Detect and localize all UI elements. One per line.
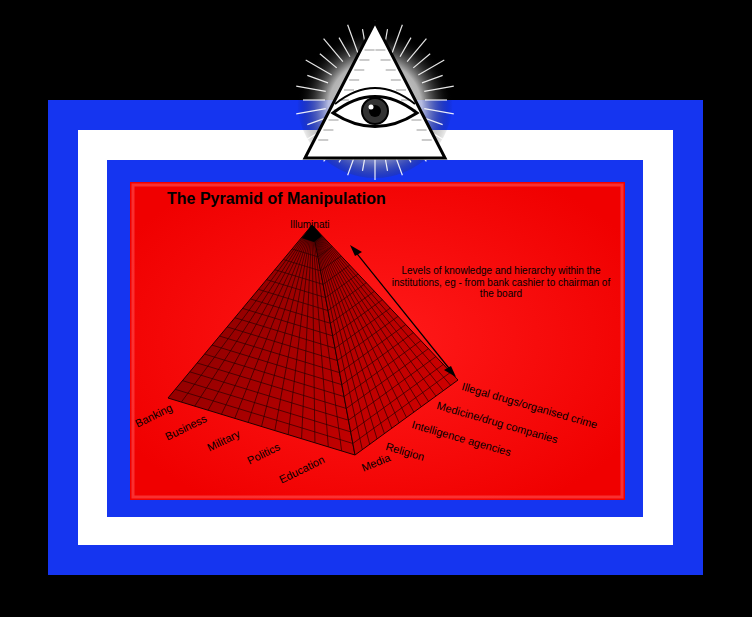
stroke xyxy=(197,363,346,408)
stroke xyxy=(386,70,396,71)
stroke xyxy=(306,60,332,75)
stroke xyxy=(400,38,411,57)
eye-iris xyxy=(362,98,388,124)
hierarchy-note: Levels of knowledge and hierarchy within… xyxy=(385,265,617,300)
diagram-title: The Pyramid of Manipulation xyxy=(167,190,386,208)
stroke xyxy=(359,60,369,61)
white-band xyxy=(78,130,673,545)
inner-frame xyxy=(107,160,643,517)
stroke xyxy=(424,86,454,91)
stroke xyxy=(323,265,350,284)
pyramid-right-face xyxy=(312,225,458,455)
stroke xyxy=(422,75,443,83)
stroke xyxy=(190,372,349,420)
stroke xyxy=(413,54,430,68)
panel-glow xyxy=(133,185,622,497)
stroke xyxy=(425,99,447,100)
stroke xyxy=(392,25,402,53)
stroke xyxy=(235,318,335,349)
light-rays xyxy=(296,20,454,180)
stroke xyxy=(346,349,428,409)
eye-glint xyxy=(369,105,374,110)
stroke xyxy=(323,130,333,131)
stroke xyxy=(381,60,391,61)
stroke xyxy=(424,109,454,114)
stroke xyxy=(205,354,345,397)
stroke xyxy=(326,274,359,298)
stroke xyxy=(339,38,350,57)
light-burst xyxy=(297,22,453,178)
stroke xyxy=(318,246,332,256)
stroke xyxy=(182,381,350,432)
stroke xyxy=(296,86,326,91)
eye-triangle xyxy=(305,22,445,158)
stroke xyxy=(422,140,432,141)
pyramid-grid xyxy=(175,225,450,451)
stroke xyxy=(407,39,426,62)
stroke xyxy=(267,280,326,298)
stroke xyxy=(411,120,421,121)
stroke xyxy=(344,90,354,91)
stroke xyxy=(418,60,444,75)
stroke xyxy=(337,316,398,360)
stroke xyxy=(212,345,342,385)
stroke xyxy=(318,140,328,141)
stroke xyxy=(351,364,444,431)
arrow-head xyxy=(350,245,362,256)
stroke xyxy=(283,259,320,270)
outer-frame xyxy=(48,100,703,575)
stroke xyxy=(296,109,326,114)
stroke xyxy=(342,333,414,385)
stroke xyxy=(220,336,340,373)
stroke xyxy=(329,120,339,121)
stroke xyxy=(340,325,406,373)
stroke xyxy=(330,291,374,323)
stroke xyxy=(333,300,383,336)
stroke xyxy=(328,283,366,311)
eye-brow xyxy=(335,88,415,104)
apex-label: Illuminati xyxy=(290,219,329,231)
stroke xyxy=(349,80,359,81)
arrow-head xyxy=(444,366,456,377)
stroke xyxy=(391,80,401,81)
stroke xyxy=(321,256,342,271)
stroke xyxy=(258,289,328,310)
stroke xyxy=(375,50,385,51)
stroke xyxy=(348,357,435,421)
stroke xyxy=(275,270,323,285)
stroke xyxy=(324,39,343,62)
stroke xyxy=(348,25,358,53)
stroke xyxy=(250,299,330,323)
stroke xyxy=(292,249,318,257)
stroke xyxy=(354,70,364,71)
stroke xyxy=(365,50,375,51)
stroke xyxy=(303,99,325,100)
stroke xyxy=(344,341,421,397)
red-panel xyxy=(130,182,625,500)
triangle-shading xyxy=(318,50,431,140)
stroke xyxy=(417,130,427,131)
stroke xyxy=(320,54,337,68)
eye-outline xyxy=(333,97,417,127)
stroke xyxy=(396,90,406,91)
stroke xyxy=(243,308,333,335)
stroke xyxy=(307,75,328,83)
eye-pupil xyxy=(369,105,381,117)
